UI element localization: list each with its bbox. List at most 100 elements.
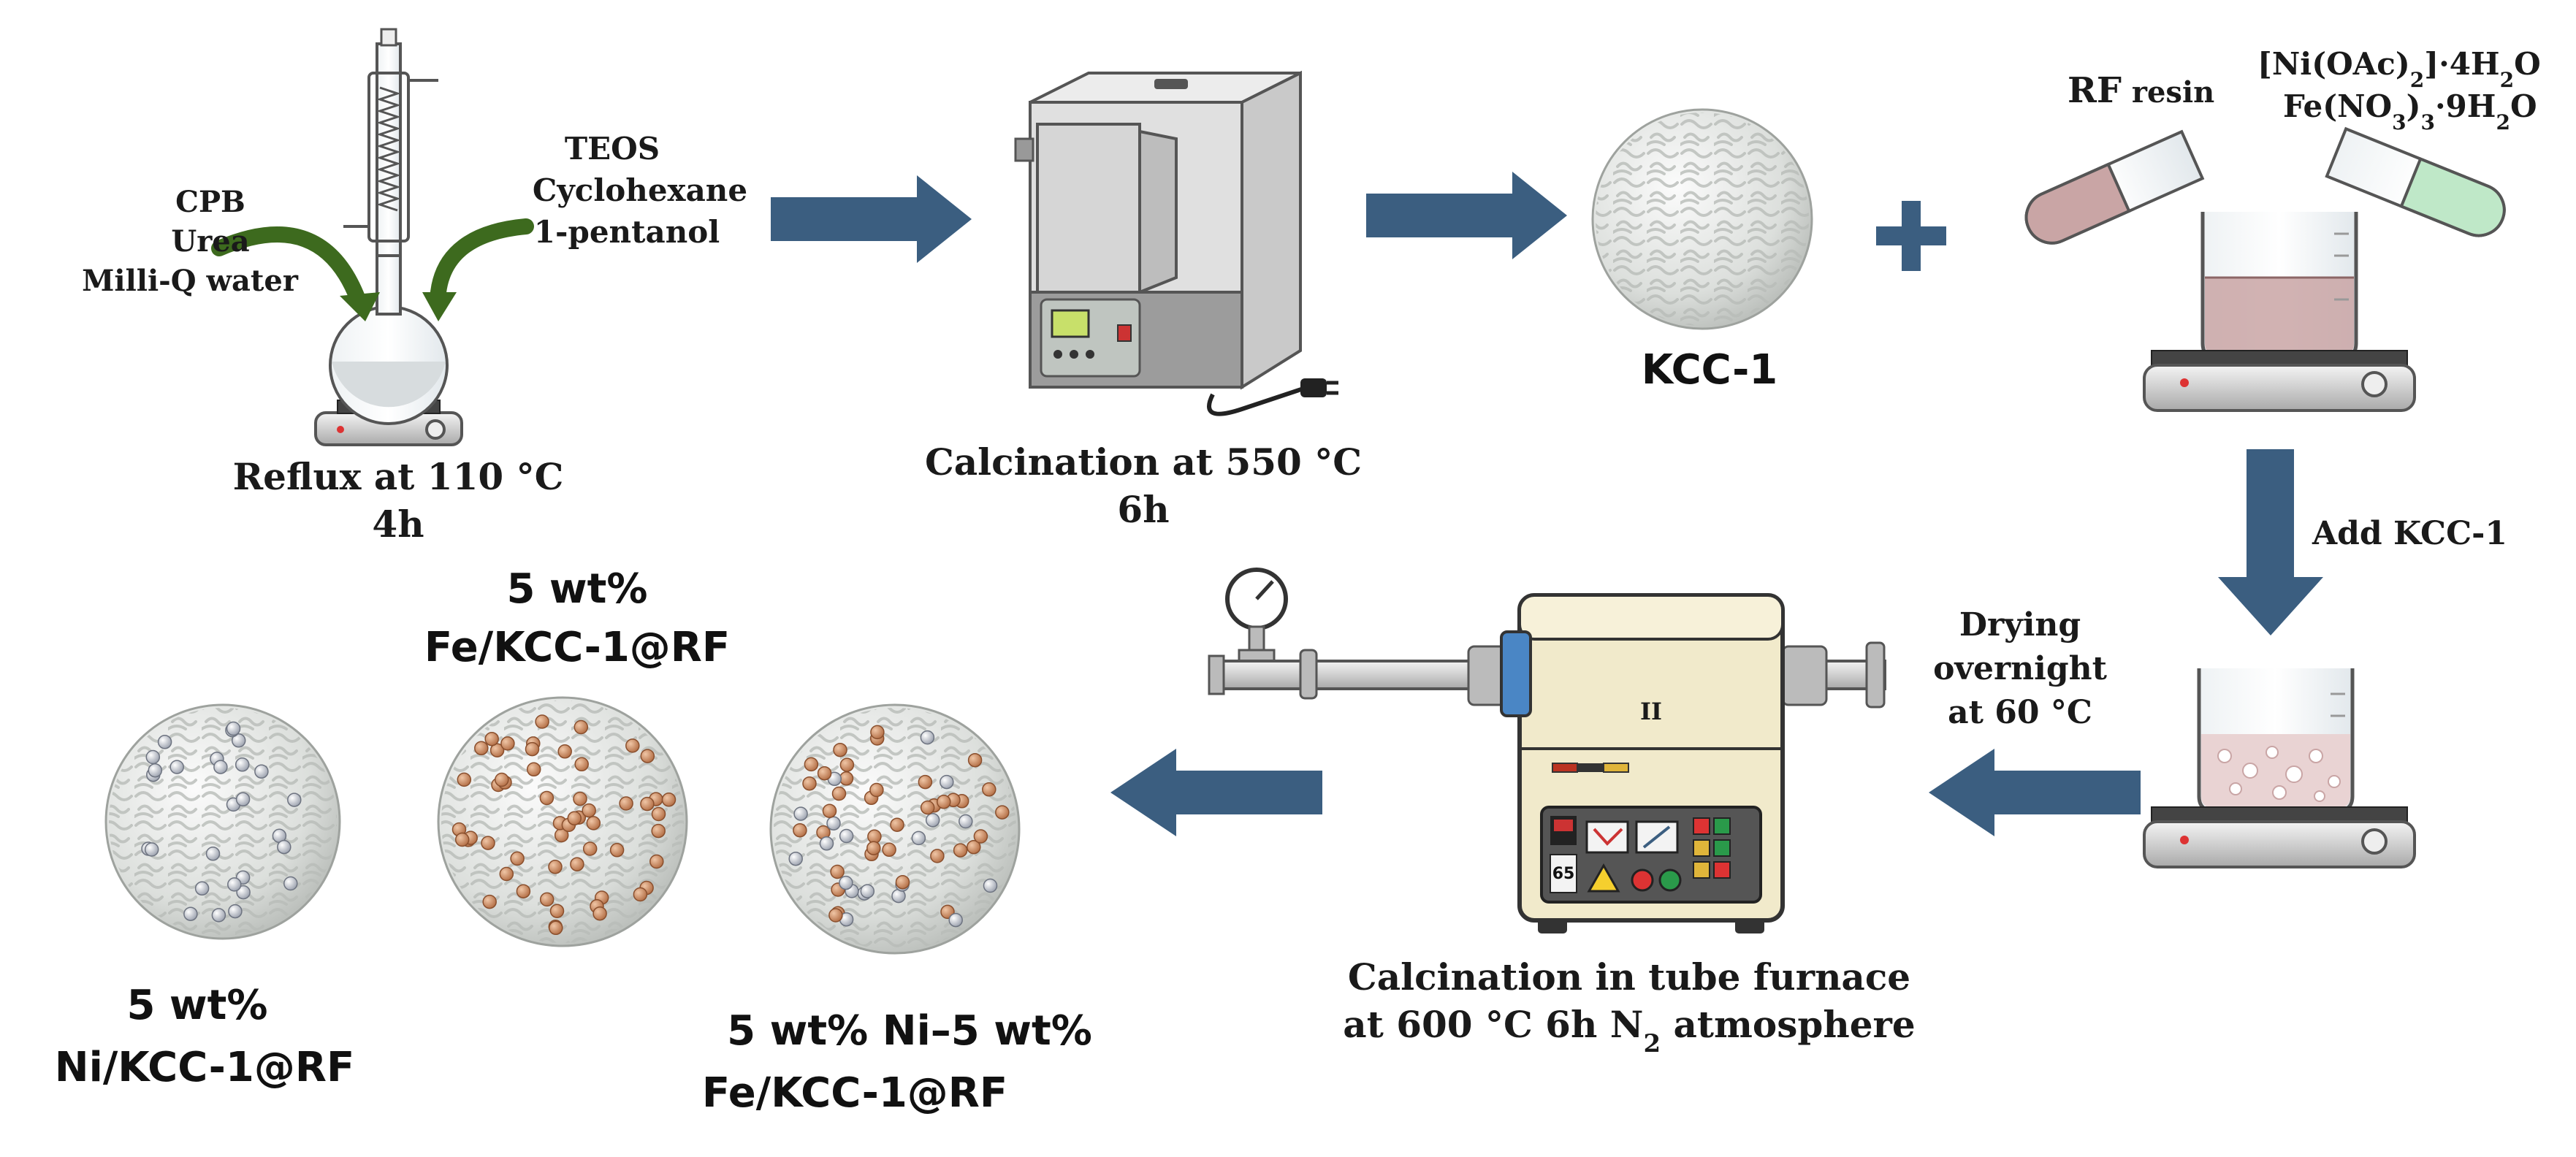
add-kcc1-label: Add KCC-1 [2312,515,2507,552]
fe-particle [454,832,470,847]
fe-particle [920,800,935,815]
fe-particle [651,806,666,822]
ni-particle [227,877,242,892]
ni-particle [228,904,243,919]
ni-particle [940,774,954,790]
ni-particle [183,906,198,921]
fe-particle [882,842,896,858]
fe-particle [937,795,951,809]
fe-particle [525,741,540,757]
ni-particle [839,875,853,890]
fe-particle [582,803,596,818]
drying-label-line3: at 60 °C [1948,694,2092,731]
fe-particle [633,887,648,902]
fe-particle [500,736,515,751]
fe-particle [649,854,664,869]
fe-particle [481,836,495,850]
fe-particle [567,811,582,826]
ni-particle [959,814,973,829]
ni-particle [213,760,228,774]
ni-particle [254,764,269,779]
product-ni-kcc1-rf [104,703,341,940]
fe-particle [839,771,854,786]
fe-particle [967,839,981,855]
reagent-arrow-left [211,226,366,308]
fe-particle [574,757,589,772]
hot-plate-2 [2143,350,2416,412]
ni-particle [839,828,854,844]
process-arrow-2 [1366,172,1567,259]
panel-display-value: 65 [1552,865,1575,883]
fe-particle [573,719,589,735]
kcc1-label: KCC-1 [1642,346,1778,394]
product-nife-label-line1: 5 wt% Ni–5 wt% [727,1007,1092,1055]
fe-particle [482,894,497,909]
reflux-caption-line2: 4h [372,503,424,546]
fe-particle [817,765,832,781]
fe-particle [661,793,677,807]
fe-particle [510,851,525,866]
drying-label-line1: Drying [1959,606,2081,644]
fe-particle [495,772,509,787]
fe-particle [833,742,847,757]
product-fe-kcc1-rf [437,696,688,947]
fe-particle [548,860,563,874]
reagent-1-pentanol: 1-pentanol [534,214,720,250]
product-nife-label-line2: Fe/KCC-1@RF [702,1069,1007,1117]
ni-particle [211,908,226,923]
round-bottom-flask [329,247,449,425]
ni-particle [169,760,184,774]
fe-particle [822,803,837,818]
fe-particle [866,841,881,855]
fe-salt-label: Fe(NO3)3·9H2O [2283,88,2537,134]
beaker-mixing [2200,212,2358,360]
ni-particle [911,830,926,846]
fe-particle [651,823,666,839]
fe-particle [918,774,933,790]
fe-particle [535,714,549,729]
ni-particle [205,847,221,861]
ni-particle [819,836,834,851]
ni-particle [144,842,159,857]
fe-particle [982,782,997,797]
plus-sign [1876,201,1946,271]
fe-particle [474,741,489,756]
fe-particle [828,908,843,923]
fe-particle [802,776,817,791]
fe-particle [995,805,1010,820]
fe-particle [640,796,655,812]
fe-particle [869,782,884,798]
tube-furnace: II 65 [1208,568,1886,933]
product-ni-label-line2: Ni/KCC-1@RF [55,1044,354,1091]
fe-particle [516,884,531,898]
ni-particle [925,813,940,828]
ni-particle [283,876,298,891]
ni-particle [793,806,808,821]
fe-particle [625,738,640,753]
fe-particle [570,857,584,871]
fe-particle [930,849,945,863]
fe-particle [793,822,807,838]
fe-particle [967,752,983,768]
fe-particle [592,906,607,921]
tube-furnace-caption-line1: Calcination in tube furnace [1348,955,1910,998]
calcination-550-caption-line2: 6h [1117,488,1169,531]
fe-particle [573,791,587,806]
fe-particle [619,796,633,811]
fe-particle [839,757,855,772]
ni-salt-label: [Ni(OAc)2]·4H2O [2257,46,2541,92]
pressure-gauge [1225,568,1288,673]
ni-particle [277,839,291,855]
reflux-setup: CPB Urea Milli-Q water TEOS Cyclohexane … [82,28,747,546]
reagent-cyclohexane: Cyclohexane [533,172,747,208]
product-fe-label-line1: 5 wt% [506,565,647,613]
fe-particle [804,757,819,772]
mixing-setup [2024,126,2506,412]
reagent-arrow-left-head [340,292,380,321]
fe-particle [539,790,555,806]
reagent-cpb: CPB [175,185,245,219]
ni-particle [287,793,302,807]
product-ni-label-line1: 5 wt% [126,982,267,1029]
fe-particle [895,874,910,890]
fe-particle [499,866,514,882]
